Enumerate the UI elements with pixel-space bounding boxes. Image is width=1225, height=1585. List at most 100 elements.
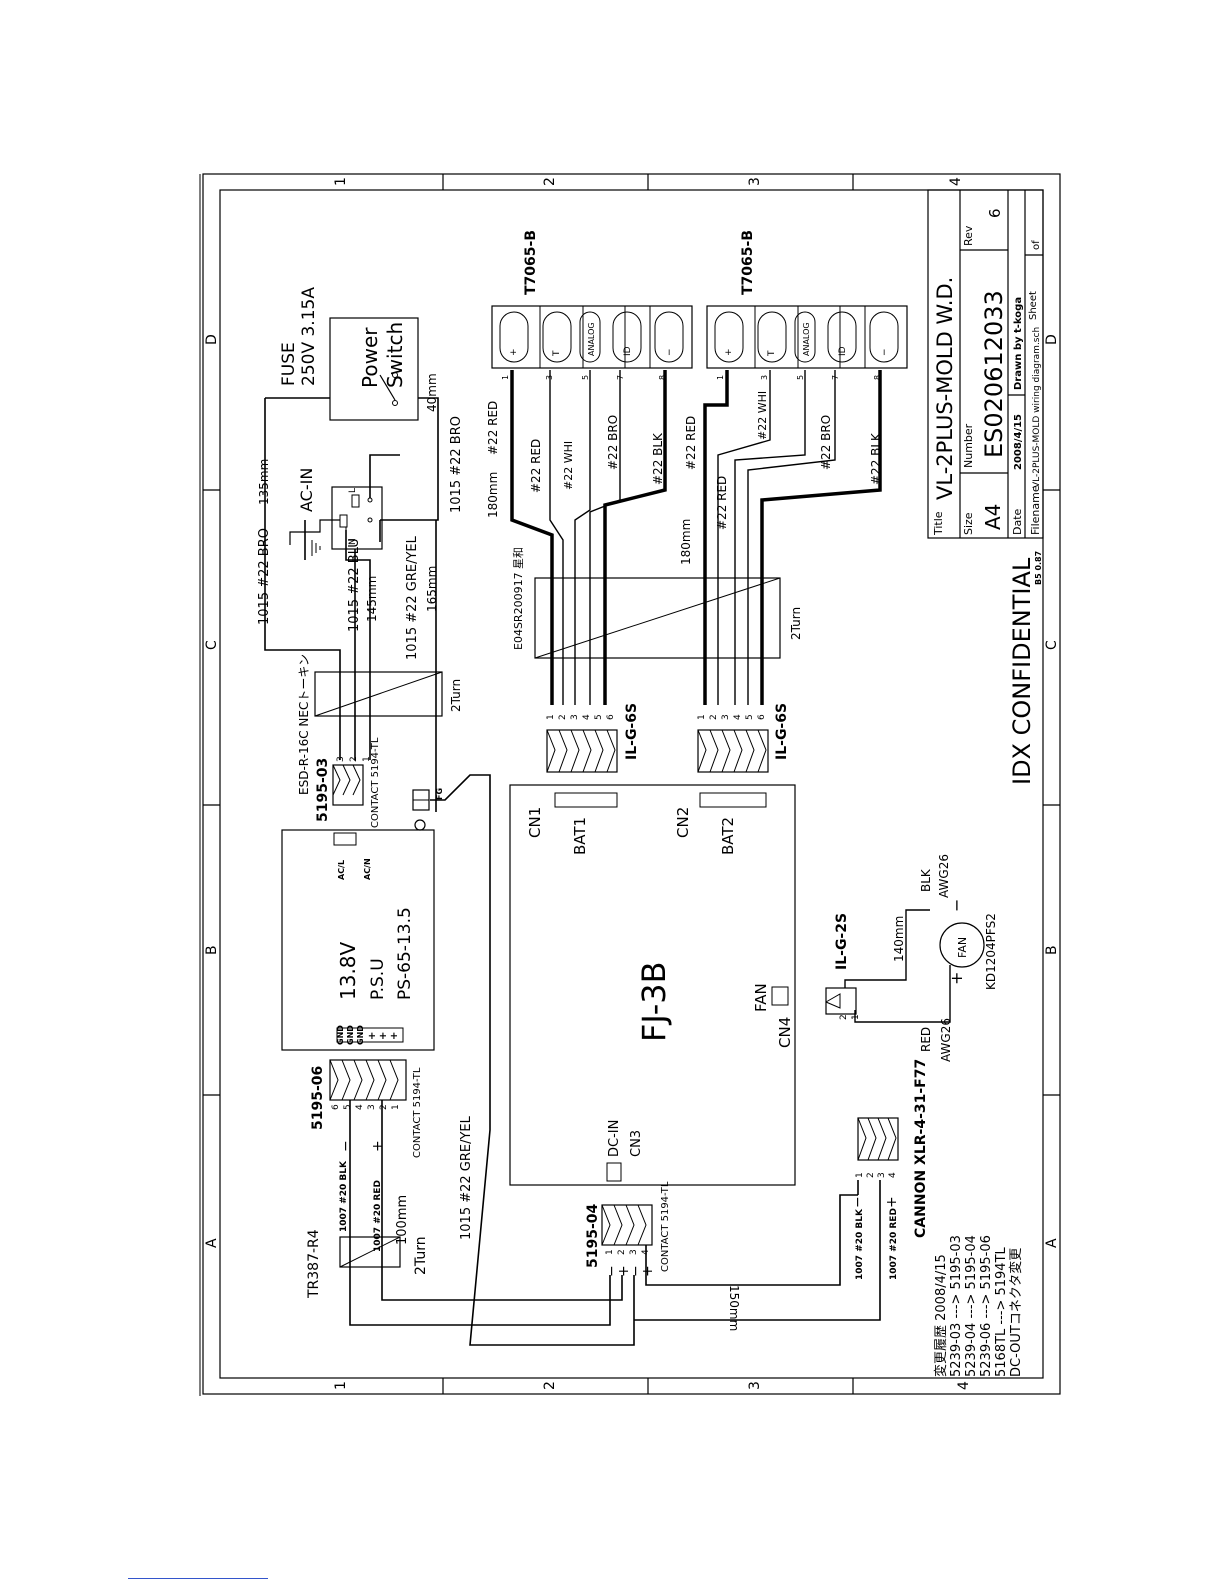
ilg1-pin2: 2 [558, 714, 568, 720]
size-value: A4 [981, 504, 1005, 530]
zone-bottom-3: 3 [747, 1381, 763, 1390]
bat1-wire-whi: #22 WHI [562, 441, 575, 490]
fj3b-board: FJ-3B CN1 BAT1 CN2 BAT2 DC-IN CN3 FAN CN… [509, 784, 796, 1186]
drawing-frame [202, 173, 1061, 1395]
core2-label: TR387-R4 [306, 1229, 322, 1299]
xlr-connector: 1 2 3 4 CANNON XLR-4-31-F77 1007 #20 BLK… [850, 1059, 929, 1280]
psu-t5: + [378, 1032, 389, 1040]
fj3b-bat1: BAT1 [571, 817, 589, 855]
fj3b-cn3: CN3 [629, 1130, 644, 1157]
bat1-pin-id: ID [623, 346, 633, 356]
connector-5195-06: 5195-06 CONTACT 5194-TL 6 5 4 3 2 1 − + [310, 1059, 423, 1158]
wire-len-165: 165mm [425, 566, 439, 612]
5195-06-pin2: 2 [379, 1104, 389, 1110]
switch-label-2: Switch [383, 322, 407, 388]
5195-04-sign4: + [640, 1265, 656, 1277]
ilg1-pin4: 4 [582, 714, 592, 720]
fj3b-fan: FAN [752, 983, 770, 1012]
fan-label: FAN [956, 937, 969, 958]
bat2-pin-plus: + [724, 348, 734, 356]
battery-terminal-2: T7065-B + T ANALOG ID − 1 3 5 7 8 [706, 230, 908, 380]
drawing-number: ES020612033 [980, 290, 1008, 458]
bat2-num5: 5 [796, 375, 805, 380]
bat2-wire-red-a: #22 RED [684, 416, 698, 470]
fan-minus: − [947, 899, 966, 912]
5195-04-sign1: − [604, 1265, 620, 1277]
xlr-minus: − [850, 1196, 866, 1208]
ac-wires [264, 397, 439, 812]
fj3b-name: FJ-3B [635, 961, 673, 1042]
5195-04-pin1: 1 [605, 1249, 615, 1255]
ilg1-pin5: 5 [594, 714, 604, 720]
psu-t1: GND [336, 1025, 345, 1045]
zone-right-A: A [1044, 1238, 1060, 1248]
greyel-lower: 1015 #22 GRE/YEL [459, 1115, 474, 1240]
bat2-pin-id: ID [838, 346, 848, 356]
ferrite-core-2: TR387-R4 2Turn [306, 1229, 429, 1299]
battery-wires-1 [510, 370, 667, 705]
core1-turns: 2Turn [449, 679, 463, 712]
5195-06-minus: − [338, 1140, 354, 1152]
of-label: of [1031, 240, 1042, 250]
date-value: 2008/4/15 [1013, 414, 1024, 470]
psu-name: P.S.U [368, 958, 388, 1000]
5195-04-pin2: 2 [617, 1249, 627, 1255]
battery-wires-2 [703, 370, 882, 705]
bat2-num1: 1 [716, 375, 725, 380]
ac-in-pin-n: N [348, 538, 358, 545]
dc-wire-len-100: 100mm [395, 1195, 410, 1245]
5195-03-pin1: 1 [362, 756, 372, 762]
xlr-pin1: 1 [855, 1172, 865, 1178]
bat2-pin-analog: ANALOG [802, 322, 811, 356]
bat2-len: 180mm [679, 519, 693, 565]
fan-conn-pin2: 2 [839, 1014, 849, 1020]
zone-left-D: D [204, 334, 220, 345]
5195-04-sign2: + [616, 1265, 632, 1277]
confidential-label: IDX CONFIDENTIAL [1008, 557, 1036, 785]
core1-label: ESD-R-16C NECトーキン [297, 654, 311, 795]
5195-06-contact: CONTACT 5194-TL [412, 1067, 423, 1158]
5195-03-name: 5195-03 [315, 758, 331, 822]
ilg2-pin3: 3 [721, 714, 731, 720]
history-line-1: 5239-03 ---> 5195-03 [949, 1235, 964, 1377]
drawing-title: VL-2PLUS-MOLD W.D. [933, 277, 957, 500]
xlr-pin3: 3 [877, 1172, 887, 1178]
ac-in-pin-l: L [348, 488, 358, 493]
zone-right-C: C [1044, 640, 1060, 650]
history-line-3: 5239-06 ---> 5195-06 [979, 1235, 994, 1377]
connector-5195-03: 5195-03 CONTACT 5194-TL 3 2 1 [315, 737, 381, 828]
filename-label: Filename [1029, 485, 1042, 535]
fan-awg-bot: AWG26 [939, 1018, 953, 1062]
zone-right-B: B [1044, 945, 1060, 955]
fan-len: 140mm [892, 916, 906, 962]
power-switch: FUSE 250V 3.15A Power Switch 40mm [279, 287, 439, 421]
title-label: Title [932, 511, 945, 536]
core2-turns: 2Turn [413, 1236, 429, 1275]
bat2-pin-minus: − [880, 348, 890, 356]
core3-label: E04SR200917 星和 [512, 547, 525, 650]
fuse-rating: 250V 3.15A [299, 287, 319, 386]
5195-06-name: 5195-06 [310, 1066, 326, 1130]
fj3b-dcin: DC-IN [607, 1120, 622, 1157]
5195-03-pin2: 2 [349, 756, 359, 762]
5195-03-pin3: 3 [336, 756, 346, 762]
wire-greyel: 1015 #22 GRE/YEL [405, 535, 420, 660]
psu: 13.8V P.S.U PS-65-13.5 AC/L AC/N GND GND… [281, 829, 435, 1051]
fan-model: KD1204PFS2 [984, 913, 998, 990]
5195-04-sign3: − [628, 1265, 644, 1277]
5195-03-contact: CONTACT 5194-TL [370, 737, 381, 828]
change-history: 変更履歴 2008/4/15 5239-03 ---> 5195-03 5239… [933, 1235, 1024, 1377]
wire-bro-top: 1015 #22 BRO [257, 528, 272, 625]
history-title: 変更履歴 2008/4/15 [933, 1254, 949, 1377]
bat1-wire-red-a: #22 RED [486, 401, 500, 455]
zone-bottom-2: 2 [542, 1381, 558, 1390]
bat1-num1: 1 [501, 375, 510, 380]
ilg2-pin4: 4 [733, 714, 743, 720]
xlr-blk: 1007 #20 BLK [855, 1208, 865, 1280]
b5-label: B5 0.87 [1034, 551, 1043, 585]
bat1-num8: 8 [658, 375, 667, 380]
fj3b-cn1: CN1 [526, 807, 544, 838]
ilg1-pin1: 1 [546, 714, 556, 720]
5195-06-pin3: 3 [367, 1104, 377, 1110]
